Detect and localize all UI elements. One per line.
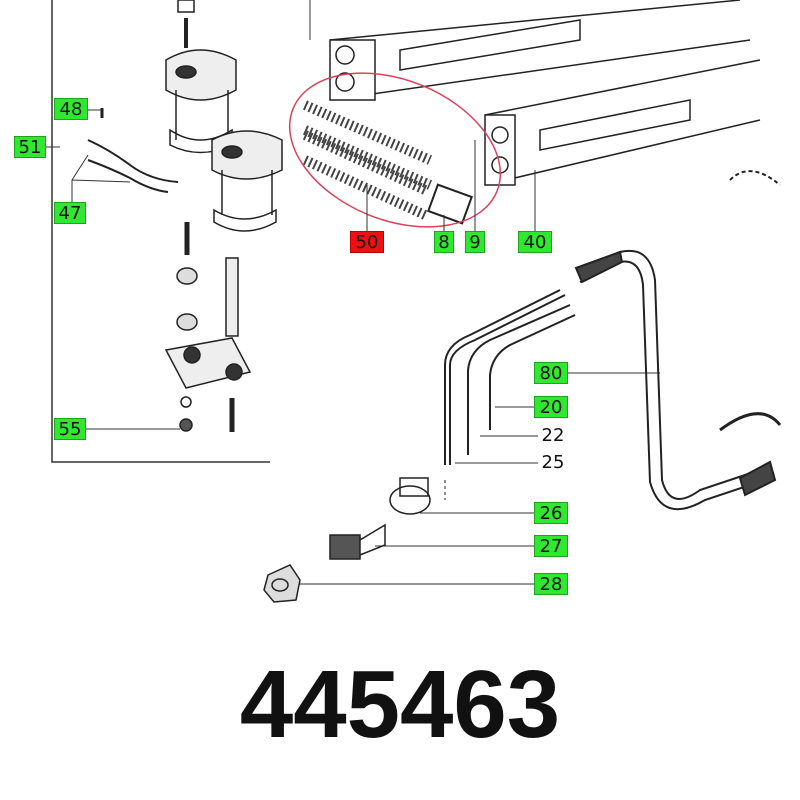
callout-22: 22 [541,425,565,446]
frame-border [51,0,270,463]
callout-9[interactable]: 9 [465,231,485,253]
tubes-20-22-25 [444,289,576,465]
corrugated-hoses-50 [302,100,473,225]
callout-40[interactable]: 40 [518,231,552,253]
callout-20[interactable]: 20 [534,396,568,418]
callout-27[interactable]: 27 [534,535,568,557]
callout-47[interactable]: 47 [54,202,86,224]
rail-lower-40 [484,59,761,186]
nut-28 [263,564,301,603]
callout-48[interactable]: 48 [54,98,88,120]
hose-clamp-26 [389,477,431,515]
callout-50-highlighted[interactable]: 50 [350,231,384,253]
chain [87,139,179,193]
retaining-ring-dashed [729,170,781,186]
rail-upper [329,0,751,101]
clamp-bracket-upper [165,0,237,154]
bolt-sleeves-plate [164,222,252,432]
tube-80 [574,249,777,511]
fitting-27 [329,523,386,560]
highlight-ellipse [288,72,502,228]
callout-55[interactable]: 55 [54,418,86,440]
retaining-ring [719,412,782,432]
callout-51[interactable]: 51 [14,136,46,158]
part-number: 445463 [239,651,561,758]
callout-26[interactable]: 26 [534,502,568,524]
callout-28[interactable]: 28 [534,573,568,595]
clamp-bracket-lower [211,130,283,232]
callout-8[interactable]: 8 [434,231,454,253]
callout-25: 25 [541,452,565,473]
callout-80[interactable]: 80 [534,362,568,384]
